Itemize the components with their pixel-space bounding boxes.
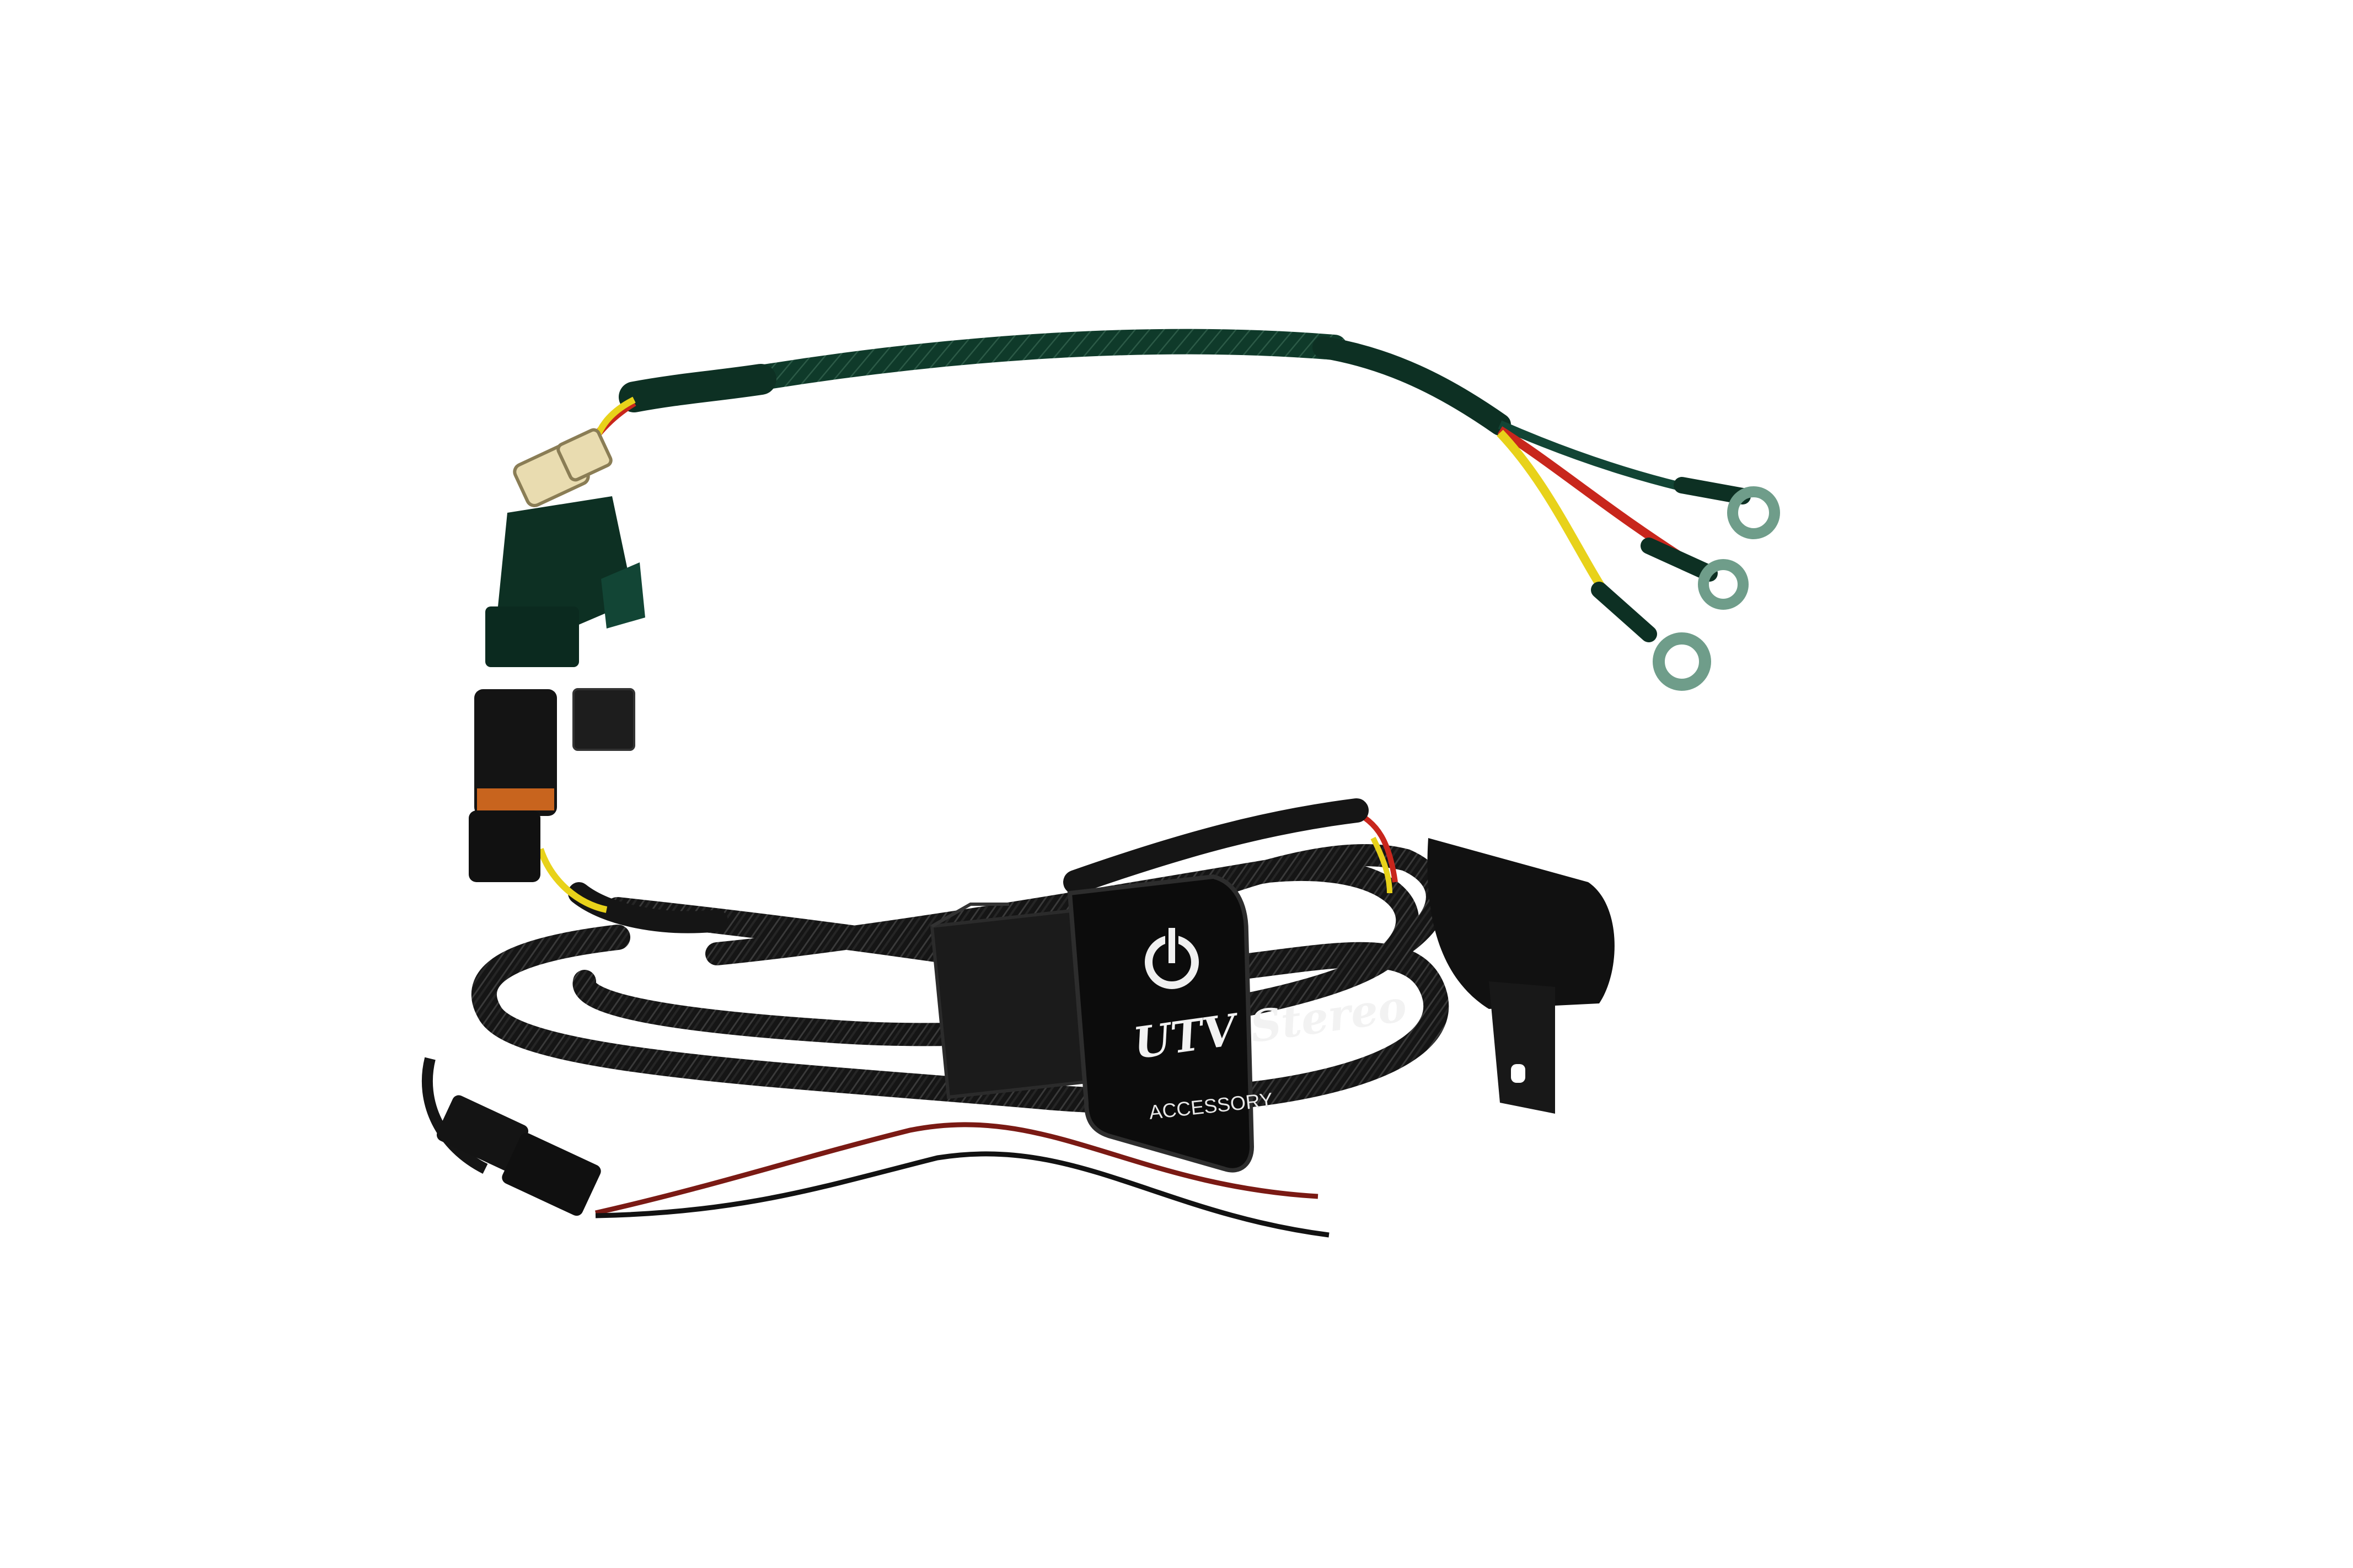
crimp-sleeve xyxy=(1591,582,1657,642)
green-heatshrink-left xyxy=(619,364,776,412)
rocker-switch: UTV Stereo ACCESSORY xyxy=(1067,874,1409,1173)
harness-top-run xyxy=(1063,798,1369,894)
wire-yellow xyxy=(1497,429,1614,604)
green-braided-sleeve xyxy=(732,329,1347,393)
green-harness-branch xyxy=(485,329,1780,691)
wire-red-pigtail xyxy=(595,1122,1318,1216)
power-icon xyxy=(1145,925,1199,989)
ring-terminal-2 xyxy=(1698,559,1749,610)
bracket-connector xyxy=(1427,838,1615,1114)
wire-black-pigtail xyxy=(595,1151,1330,1238)
crimp-sleeve xyxy=(1674,477,1751,504)
wire-yellow-lower xyxy=(537,848,608,913)
harness-lead-up xyxy=(568,882,728,933)
ring-terminal-1 xyxy=(1727,486,1780,539)
weatherpack-connector xyxy=(469,688,635,882)
ring-terminal-3 xyxy=(1653,632,1711,691)
fuse-holder xyxy=(485,428,645,667)
green-heatshrink-right xyxy=(1312,336,1511,436)
wire-yellow-right xyxy=(1370,836,1392,894)
pigtail-connector xyxy=(421,1057,601,1216)
crimp-sleeve xyxy=(1641,538,1718,582)
black-harness xyxy=(421,688,1615,1238)
